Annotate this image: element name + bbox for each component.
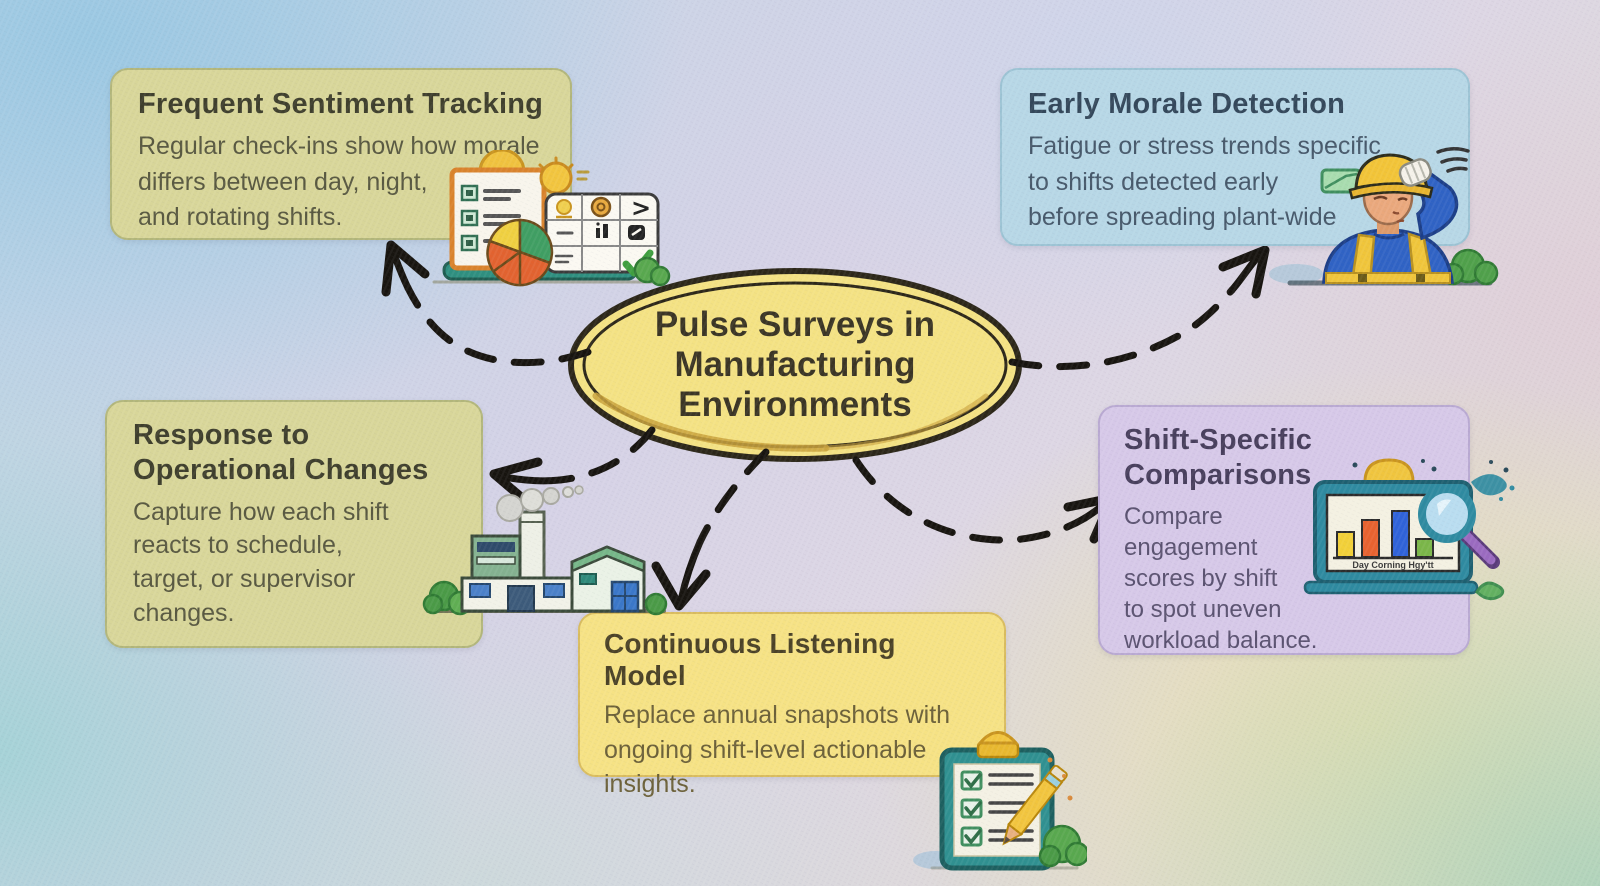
- node-title: Early Morale Detection: [1028, 88, 1346, 120]
- envelope-icon: [1320, 168, 1362, 194]
- bar-chart-magnifier-icon: Day Corning Hgy'tt: [1303, 458, 1515, 601]
- node-frequent-sentiment-tracking: Frequent Sentiment Tracking Regular chec…: [110, 68, 572, 240]
- node-body: Fatigue or stress trends specific to shi…: [1028, 132, 1381, 231]
- node-title: Frequent Sentiment Tracking: [138, 88, 544, 120]
- arrow-to-frequent: [404, 284, 592, 367]
- node-title: Continuous Listening Model: [604, 628, 896, 691]
- factory-worker-icon: [1269, 147, 1499, 286]
- svg-text:>: >: [631, 194, 651, 222]
- chart-icon-caption: Day Corning Hgy'tt: [1352, 560, 1433, 570]
- node-body: Compare engagement scores by shift to sp…: [1124, 502, 1318, 655]
- arrow-to-continuous: [696, 448, 770, 546]
- center-title: Pulse Surveys in Manufacturing Environme…: [654, 305, 936, 424]
- factory-building-icon: [422, 485, 668, 616]
- node-title: Response to Operational Changes: [133, 419, 429, 486]
- node-response-operational-changes: Response to Operational Changes Capture …: [105, 400, 483, 648]
- node-body: Capture how each shift reacts to schedul…: [133, 497, 389, 627]
- node-continuous-listening-model: Continuous Listening Model Replace annua…: [578, 612, 1006, 798]
- arrow-to-early: [1008, 286, 1236, 371]
- node-body: Replace annual snapshots with ongoing sh…: [604, 701, 951, 798]
- node-title: Shift-Specific Comparisons: [1124, 424, 1313, 491]
- arrow-to-shift: [852, 456, 1089, 544]
- survey-dashboard-icon: >: [432, 150, 671, 287]
- checklist-clipboard-icon: [913, 731, 1087, 871]
